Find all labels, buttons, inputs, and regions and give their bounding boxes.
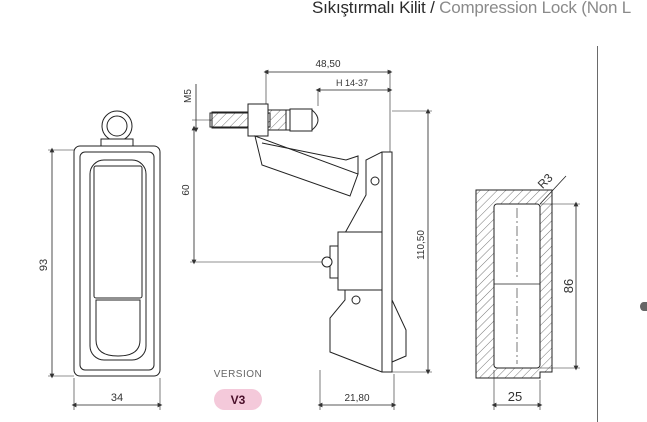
dim-60: 60 [181,184,192,196]
cutout-section [475,175,580,410]
version-label: VERSION [213,369,263,380]
page-header: Sıkıştırmalı Kilit / Compression Lock (N… [312,0,647,20]
right-divider [597,46,598,422]
dim-m5: M5 [183,89,194,103]
dim-21-80: 21,80 [344,393,369,404]
dim-25: 25 [508,389,522,404]
dim-34: 34 [111,392,123,404]
edge-marker [640,302,647,311]
title-separator: / [430,0,435,17]
dim-48-50: 48,50 [315,59,340,70]
dim-93: 93 [38,259,50,271]
dim-86: 86 [561,279,576,293]
dim-h14-37: H 14-37 [336,78,368,88]
side-view [190,69,432,410]
version-badge[interactable]: V3 [214,389,262,410]
front-view [48,110,163,410]
dim-110-50: 110,50 [416,230,427,260]
title-turkish: Sıkıştırmalı Kilit [312,0,426,17]
dim-r3: R3 [535,171,556,192]
title-english: Compression Lock (Non L [439,0,632,17]
